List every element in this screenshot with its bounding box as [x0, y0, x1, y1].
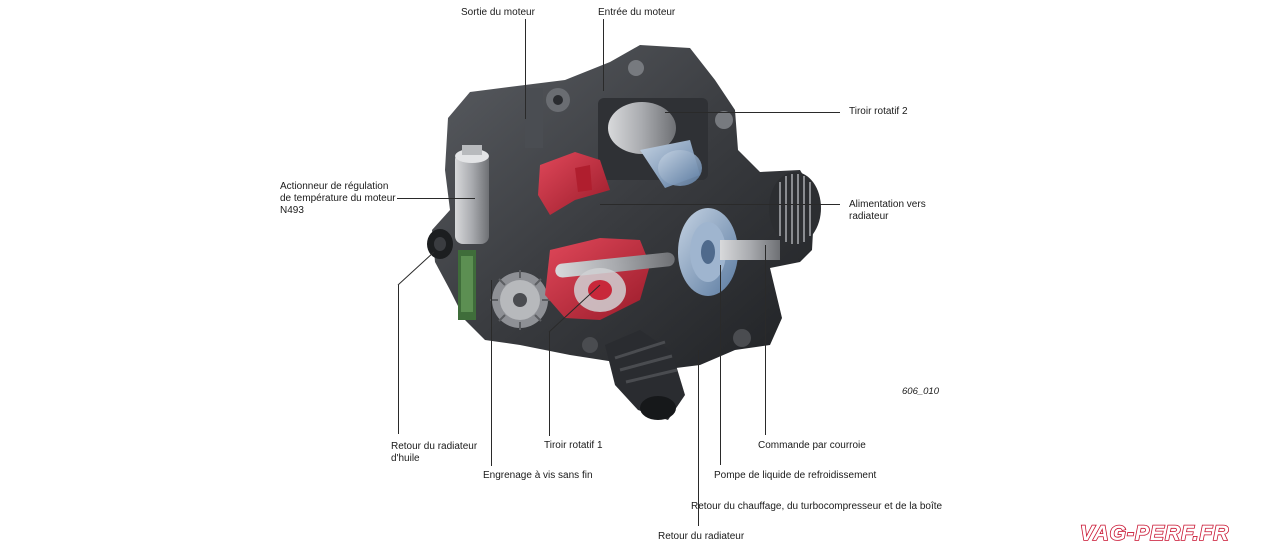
- label-radiator-feed: Alimentation vers radiateur: [849, 199, 926, 223]
- label-radiator-feed-line2: radiateur: [849, 211, 889, 222]
- label-oil-cooler-return-line2: d'huile: [391, 453, 420, 464]
- figure-reference: 606_010: [902, 386, 939, 397]
- leader-belt-drive: [765, 245, 766, 435]
- label-engine-inlet: Entrée du moteur: [598, 7, 676, 18]
- label-actuator-line1: Actionneur de régulation: [280, 181, 389, 192]
- leader-engine-inlet: [603, 19, 604, 91]
- label-rotary-valve-1: Tiroir rotatif 1: [544, 440, 603, 451]
- leader-heater-return: [698, 350, 699, 495]
- label-engine-outlet: Sortie du moteur: [461, 7, 535, 18]
- leader-rotary-valve-2: [665, 112, 840, 113]
- upper-red-channel: [538, 152, 610, 215]
- leader-rotary-valve-1: [549, 332, 550, 436]
- leader-actuator: [397, 198, 475, 199]
- label-actuator-line2: de température du moteur: [280, 193, 396, 204]
- leader-coolant-pump: [720, 265, 721, 465]
- belt-pulley: [769, 172, 821, 244]
- label-actuator-n493: Actionneur de régulation de température …: [280, 181, 396, 217]
- leader-engine-outlet: [525, 19, 526, 119]
- label-oil-cooler-return-line1: Retour du radiateur: [391, 441, 478, 452]
- label-heater-turbo-gearbox-return: Retour du chauffage, du turbocompresseur…: [691, 501, 943, 512]
- label-coolant-pump: Pompe de liquide de refroidissement: [714, 470, 877, 481]
- label-radiator-feed-line1: Alimentation vers: [849, 199, 926, 210]
- leader-radiator-feed: [600, 204, 840, 205]
- leader-worm-gear: [491, 280, 492, 466]
- label-radiator-return: Retour du radiateur: [658, 531, 745, 542]
- leader-oil-cooler-v: [398, 285, 399, 434]
- vag-perf-logo: VAG-PERF.FR: [1079, 521, 1230, 546]
- label-belt-drive: Commande par courroie: [758, 440, 866, 451]
- label-rotary-valve-2: Tiroir rotatif 2: [849, 106, 908, 117]
- label-worm-gear: Engrenage à vis sans fin: [483, 470, 593, 481]
- label-actuator-line3: N493: [280, 205, 304, 216]
- label-oil-cooler-return: Retour du radiateur d'huile: [391, 441, 477, 465]
